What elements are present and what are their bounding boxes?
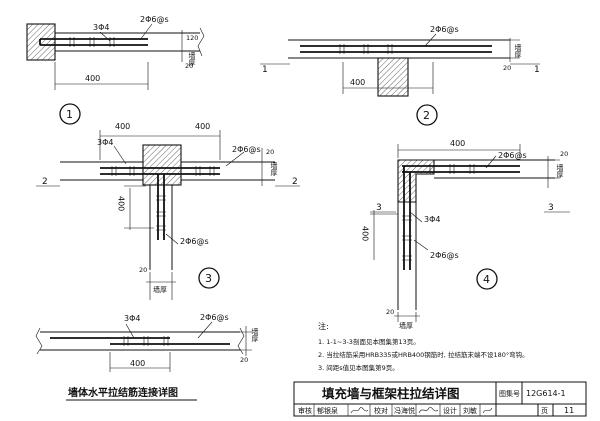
wall-3-horizontal [60,161,275,181]
d1-bar-label: 3Φ4 [93,23,109,32]
d3-tie-horizontal: 2Φ6@s [232,145,261,154]
d1-wall-label: 墙厚 [188,51,196,67]
drawing-title: 填充墙与框架柱拉结详图 [322,386,460,401]
d3-dim-20-bottom: 20 [139,266,147,274]
tie-bars-4 [402,165,520,270]
notes-heading: 注: [318,321,329,331]
d2-sec-left: 1 [262,65,268,75]
design-label: 设计 [443,406,457,415]
page-label: 页 [541,407,548,415]
note-1: 1. 1-1~3-3剖面见本图集第13页。 [318,337,420,346]
check-signature [418,407,439,414]
d2-wall-label: 墙厚 [514,43,522,59]
detail-number-3 [198,267,220,289]
wall-2 [288,39,510,59]
wall-4-horizontal [434,159,555,179]
splice-caption: 墙体水平拉结筋连接详图 [68,386,178,399]
splice-len-label: 400 [130,359,145,368]
d3-bar-label: 3Φ4 [97,138,113,147]
atlas-label: 图集号 [499,389,520,398]
note-2: 2. 当拉结筋采用HRB335或HRB400钢筋时, 拉结筋末端不设180°弯钩… [318,350,529,359]
d3-sec-right: 2 [292,177,298,187]
d4-dim-20-top: 20 [560,150,568,158]
d3-tie-vertical: 2Φ6@s [180,237,209,246]
d4-dim-20-bottom: 20 [386,308,394,316]
wall-4-vertical [397,202,417,310]
splice-wall [40,331,240,351]
wall-1 [55,32,200,52]
d3-len-top-right: 400 [195,122,210,131]
d4-num: 4 [483,273,490,286]
splice-bar-label: 3Φ4 [124,314,140,323]
d1-tie-label: 2Φ6@s [140,15,169,24]
d4-sec-left: 3 [376,203,382,213]
d1-len-label: 400 [85,74,100,83]
design-name: 刘敏 [463,406,477,415]
detail-number-4 [476,268,498,290]
d3-num: 3 [205,272,212,285]
design-signature [482,407,493,414]
d3-len-top-left: 400 [115,122,130,131]
d3-sec-left: 2 [42,177,48,187]
d3-wall-bottom: 墙厚 [153,285,167,294]
detail-number-2 [416,104,438,126]
d2-dim-20: 20 [503,64,511,72]
atlas-number: 12G614-1 [526,389,566,398]
splice-bars [50,337,230,345]
detail-4: 400 2Φ6@s 2Φ6@s 3Φ4 400 20 20 墙厚 墙厚 3 3 … [361,139,570,330]
detail-3: 3Φ4 400 400 2Φ6@s 2Φ6@s 400 20 20 墙厚 墙厚 … [36,122,300,300]
notes: 注: 1. 1-1~3-3剖面见本图集第13页。 2. 当拉结筋采用HRB335… [318,321,529,372]
d4-bar-label: 3Φ4 [424,215,440,224]
d4-wall-right: 墙厚 [556,163,564,179]
detail-number-1 [59,103,81,125]
detail-2: 2Φ6@s 20 墙厚 400 1 1 2 [260,25,540,126]
splice-dim-20: 20 [240,356,248,364]
d2-num: 2 [423,109,430,122]
splice-tie-label: 2Φ6@s [200,313,229,322]
review-label: 审核 [298,406,312,415]
d1-dim-120: 120 [186,34,198,42]
review-name: 郁银泉 [317,406,338,415]
column-hatch-3 [142,144,182,186]
title-block: 填充墙与框架柱拉结详图 图集号 12G614-1 审核 郁银泉 校对 冯海悦 设… [293,381,587,417]
d4-sec-right: 3 [548,203,554,213]
d4-tie-vertical: 2Φ6@s [430,251,459,260]
d2-len-label: 400 [350,78,365,87]
tie-bars-2 [300,45,492,53]
splice-detail: 3Φ4 2Φ6@s 20 墙厚 400 墙体水平拉结筋连接详图 [35,313,259,401]
detail-1: 3Φ4 2Φ6@s 120 20 墙厚 400 1 [26,15,205,125]
d3-len-vertical: 400 [117,196,126,211]
d4-len-vertical: 400 [361,226,370,241]
d2-sec-right: 1 [534,65,540,75]
splice-wall-label: 墙厚 [251,327,259,343]
d3-wall-right: 墙厚 [270,161,278,177]
d3-dim-20-top: 20 [266,148,274,156]
d4-len-top: 400 [450,139,465,148]
check-label: 校对 [374,406,388,415]
tie-bars-3 [100,167,220,240]
wall-3-vertical [149,185,173,270]
review-signature [350,407,369,414]
check-name: 冯海悦 [394,406,415,415]
d4-wall-bottom: 墙厚 [399,321,413,330]
d4-tie-horizontal: 2Φ6@s [498,151,527,160]
column-hatch-1 [26,23,56,61]
d1-dim-20: 20 [185,62,193,70]
page-number: 11 [564,406,574,415]
note-3: 3. 间距s值见本图集第9页。 [318,363,399,372]
d2-tie-label: 2Φ6@s [430,25,459,34]
column-hatch-2 [377,57,409,97]
d1-num: 1 [66,108,73,121]
